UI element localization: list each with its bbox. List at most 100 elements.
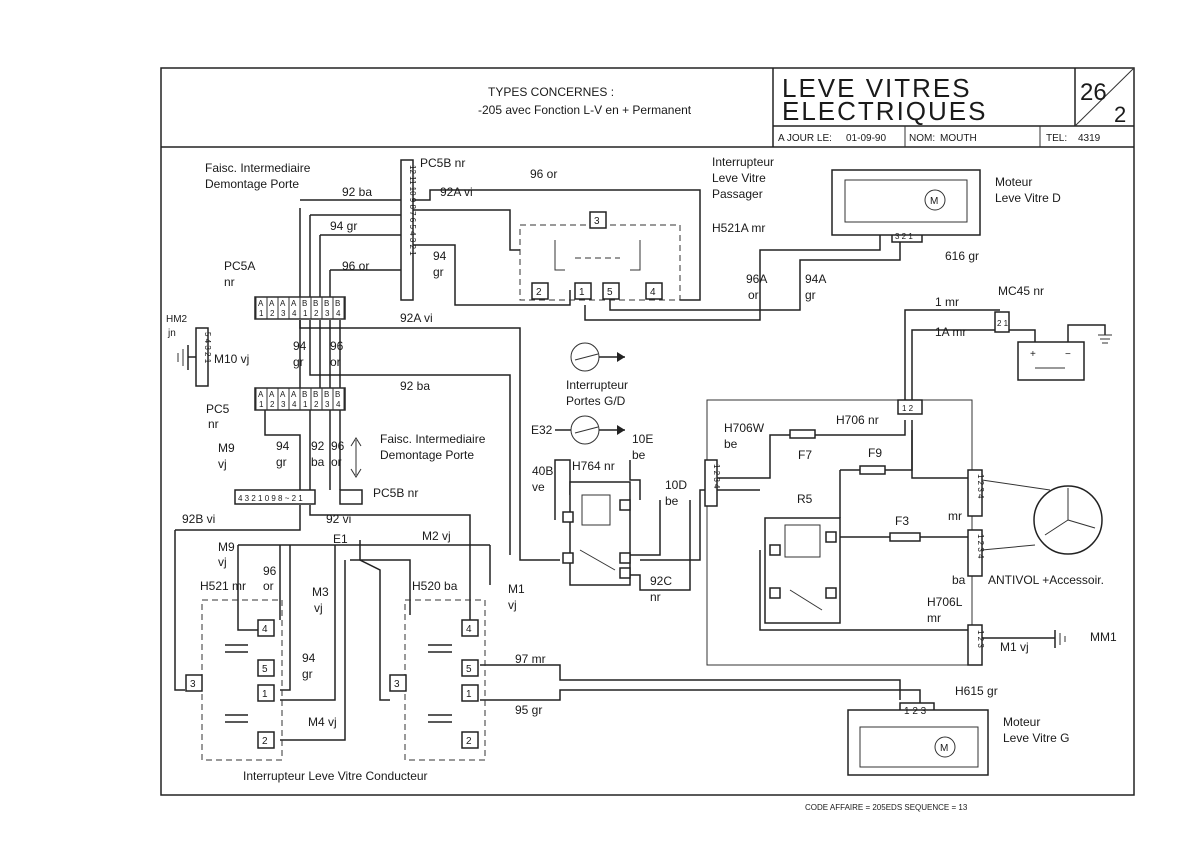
footer-code: CODE AFFAIRE = 205EDS SEQUENCE = 13 xyxy=(805,803,968,812)
pass-switch-1: Interrupteur xyxy=(712,155,774,169)
pc5-cell-number: 4 xyxy=(292,400,297,409)
w10e2: be xyxy=(632,448,646,462)
pc5a-cell-number: 4 xyxy=(336,309,341,318)
pass-pin-4-num: 4 xyxy=(650,287,656,298)
f7: F7 xyxy=(798,448,812,462)
pc5-cell xyxy=(332,387,345,411)
pass-pin-2-num: 2 xyxy=(536,287,542,298)
doors-2: Portes G/D xyxy=(566,394,626,408)
pc5b-top: PC5B nr xyxy=(420,156,465,170)
pc5-cell-number: 3 xyxy=(325,400,330,409)
antivol: ANTIVOL +Accessoir. xyxy=(988,573,1104,587)
fuses xyxy=(789,429,921,542)
antivol-conn-1 xyxy=(967,469,983,517)
pass-switch-3: Passager xyxy=(712,187,763,201)
w92ba-mid: 92 ba xyxy=(400,379,430,393)
mid-conn-pins: 1 2 3 4 xyxy=(712,464,721,489)
w96-c: 96 xyxy=(263,564,277,578)
w96a: 96A xyxy=(746,272,767,286)
drv-pin-4 xyxy=(257,619,275,637)
pc5a-cell-number: 1 xyxy=(303,309,308,318)
mc45-pins: 2 1 xyxy=(997,319,1009,328)
pass-pin-5-num: 5 xyxy=(607,287,613,298)
w92c: 92C xyxy=(650,574,672,588)
pc5a-cell-letter: B xyxy=(324,299,329,308)
drv-pin-3-num: 3 xyxy=(190,679,196,690)
wiring-lines xyxy=(174,159,1000,741)
drv-pin-1 xyxy=(257,684,275,702)
w96or-top: 96 or xyxy=(530,167,557,181)
battery: + − xyxy=(1009,324,1112,381)
w94-a2: gr xyxy=(293,355,304,369)
pc5b-horizontal-pins: 4 3 2 1 0 9 8 ~ 2 1 xyxy=(238,494,303,503)
rear-pin-1-num: 1 xyxy=(466,689,472,700)
pc5b-horizontal-connector-b xyxy=(339,489,363,505)
labels: Faisc. Intermediaire Demontage Porte PC5… xyxy=(166,155,1117,783)
pc5b-mid: PC5B nr xyxy=(373,486,418,500)
w40b2: ve xyxy=(532,480,545,494)
pc5a-cell-number: 1 xyxy=(259,309,264,318)
h706w: H706W xyxy=(724,421,765,435)
w94gr-top: 94 gr xyxy=(330,219,357,233)
rear-pin-3 xyxy=(389,674,407,692)
pc5-cell-number: 1 xyxy=(303,400,308,409)
pass-pin-3-num: 3 xyxy=(594,216,600,227)
antivol-2-pins: 1 2 3 4 xyxy=(976,534,985,559)
pc5a-cell xyxy=(332,296,345,320)
hm2-2: jn xyxy=(167,328,176,339)
rear-pin-1 xyxy=(461,684,479,702)
mr-ant: mr xyxy=(948,509,962,523)
pc5-2: nr xyxy=(208,417,219,431)
antivol-1-pins: 1 2 3 4 xyxy=(976,474,985,499)
pass-pin-5 xyxy=(602,282,620,300)
pc5b-vertical-pins: 12 11 10 9 8 7 6 5 4 3 2 1 xyxy=(408,165,417,256)
w96-a2: or xyxy=(330,355,341,369)
h706: H706 nr xyxy=(836,413,879,427)
h706l: H706L xyxy=(927,595,963,609)
drv-pin-3 xyxy=(185,674,203,692)
w94-a: 94 xyxy=(293,339,307,353)
r5-relay xyxy=(764,517,841,624)
h521a: H521A mr xyxy=(712,221,765,235)
rear-pin-5-num: 5 xyxy=(466,664,472,675)
w10d: 10D xyxy=(665,478,687,492)
faisc-mid-2: Demontage Porte xyxy=(380,448,474,462)
w96-c2: or xyxy=(263,579,274,593)
m1a: M1 xyxy=(508,582,525,596)
pc5-cell-letter: B xyxy=(302,390,307,399)
f9: F9 xyxy=(868,446,882,460)
pc5a-2: nr xyxy=(224,275,235,289)
driver-switches xyxy=(185,599,486,761)
pc5a-cell-letter: B xyxy=(335,299,340,308)
name-label: NOM: xyxy=(909,133,935,144)
w95gr: 95 gr xyxy=(515,703,542,717)
svg-text:−: − xyxy=(1065,349,1071,360)
drv-pin-1-num: 1 xyxy=(262,689,268,700)
pass-pin-1 xyxy=(574,282,592,300)
pc5a-cell-letter: A xyxy=(291,299,297,308)
w96a2: or xyxy=(748,288,759,302)
w92-b: 92 xyxy=(311,439,325,453)
pc5a-cell-number: 2 xyxy=(270,309,275,318)
w92bvi: 92B vi xyxy=(182,512,215,526)
conn616-pins: 3 2 1 xyxy=(895,232,913,241)
pc5-cell-letter: A xyxy=(269,390,275,399)
faisc-mid-1: Faisc. Intermediaire xyxy=(380,432,486,446)
passenger-window-switch xyxy=(519,211,681,301)
m2vj: M2 vj xyxy=(422,529,451,543)
mm1-conn xyxy=(967,624,983,666)
w94-b2: gr xyxy=(276,455,287,469)
antivol-conn-2 xyxy=(967,529,983,577)
w10d2: be xyxy=(665,494,679,508)
w96-b2: or xyxy=(331,455,342,469)
pc5-cell-number: 2 xyxy=(314,400,319,409)
svg-text:M: M xyxy=(940,743,948,754)
motor-left: M xyxy=(847,709,989,776)
conn615-pins: 1 2 3 xyxy=(904,706,927,717)
m9b: M9 xyxy=(218,540,235,554)
drv-pin-2 xyxy=(257,731,275,749)
h706l2: mr xyxy=(927,611,941,625)
pc5-cell-letter: B xyxy=(335,390,340,399)
w92avi-mid: 92A vi xyxy=(400,311,433,325)
